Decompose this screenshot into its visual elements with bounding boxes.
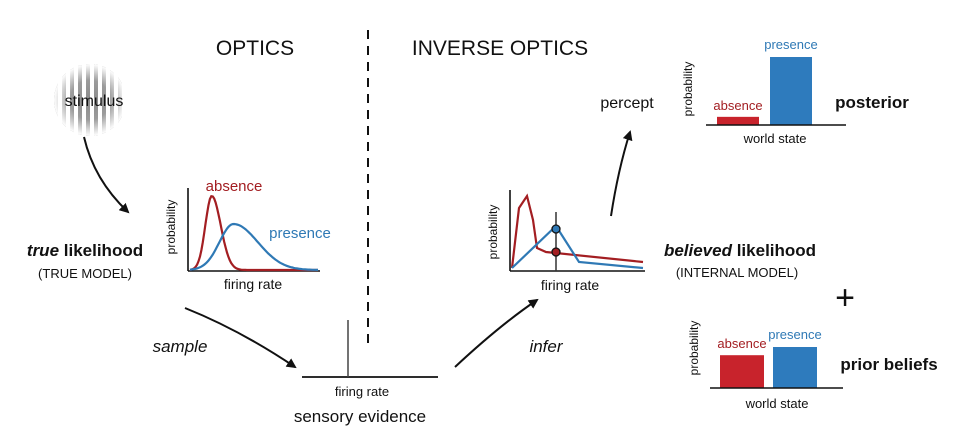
believed-absence-point bbox=[551, 247, 561, 257]
posterior-presence-bar bbox=[770, 57, 812, 125]
gabor-fade bbox=[54, 64, 126, 136]
true-likelihood-xlabel: firing rate bbox=[224, 276, 283, 292]
believed-likelihood-xlabel: firing rate bbox=[541, 277, 600, 293]
posterior-chart: probability absence presence world state bbox=[681, 37, 846, 146]
plus-sign: + bbox=[835, 279, 855, 317]
believed-likelihood-title-rest: likelihood bbox=[732, 241, 816, 260]
believed-presence-point bbox=[551, 224, 561, 234]
percept-arrow bbox=[610, 130, 633, 217]
infer-arrow bbox=[454, 298, 539, 368]
prior-beliefs-title: prior beliefs bbox=[840, 355, 937, 374]
inverse-optics-header: INVERSE OPTICS bbox=[412, 37, 588, 60]
true-likelihood-subtitle: (TRUE MODEL) bbox=[38, 266, 132, 281]
posterior-xlabel: world state bbox=[743, 131, 807, 146]
true-likelihood-ylabel: probability bbox=[164, 200, 178, 255]
posterior-presence-label: presence bbox=[764, 37, 817, 52]
gabor-stripe bbox=[126, 64, 130, 136]
prior-absence-bar bbox=[720, 355, 764, 388]
believed-absence-curve bbox=[510, 193, 644, 269]
posterior-title: posterior bbox=[835, 93, 909, 112]
stimulus-to-likelihood-arrow bbox=[83, 136, 130, 214]
true-presence-curve bbox=[189, 222, 318, 271]
prior-presence-label: presence bbox=[768, 327, 821, 342]
posterior-ylabel: probability bbox=[681, 62, 695, 117]
posterior-absence-label: absence bbox=[713, 98, 762, 113]
sensory-xlabel: firing rate bbox=[335, 384, 389, 399]
true-likelihood-title-em: true bbox=[27, 241, 59, 260]
believed-likelihood-title: believed likelihood bbox=[664, 241, 816, 260]
optics-header: OPTICS bbox=[216, 37, 294, 60]
believed-likelihood-subtitle: (INTERNAL MODEL) bbox=[676, 265, 798, 280]
prior-xlabel: world state bbox=[745, 396, 809, 411]
infer-label: infer bbox=[529, 337, 563, 356]
sensory-evidence-caption: sensory evidence bbox=[294, 407, 426, 426]
sample-label: sample bbox=[153, 337, 208, 356]
stimulus-label: stimulus bbox=[65, 93, 124, 110]
sample-arrow bbox=[184, 307, 297, 369]
true-likelihood-title: true likelihood bbox=[27, 241, 143, 260]
believed-likelihood-title-em: believed bbox=[664, 241, 733, 260]
true-likelihood-title-rest: likelihood bbox=[59, 241, 143, 260]
true-presence-label: presence bbox=[269, 225, 331, 242]
true-absence-curve bbox=[189, 194, 318, 272]
believed-likelihood-ylabel: probability bbox=[486, 205, 500, 260]
prior-presence-bar bbox=[773, 347, 817, 388]
prior-chart: probability absence presence world state bbox=[687, 321, 843, 411]
stimulus-gabor bbox=[54, 64, 130, 136]
posterior-absence-bar bbox=[717, 116, 759, 125]
prior-absence-label: absence bbox=[717, 336, 766, 351]
true-absence-label: absence bbox=[206, 178, 263, 195]
believed-presence-curve bbox=[511, 224, 644, 270]
prior-ylabel: probability bbox=[687, 321, 701, 376]
percept-label: percept bbox=[600, 95, 654, 112]
